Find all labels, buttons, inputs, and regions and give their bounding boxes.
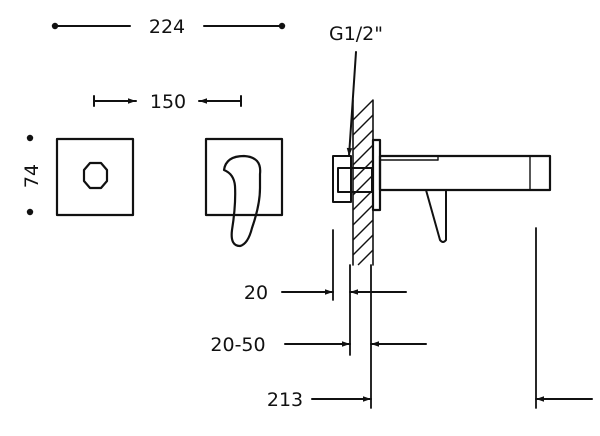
dimension-20-50: 20-50 xyxy=(210,334,427,356)
dimension-213: 213 xyxy=(267,389,593,411)
dimension-224-label: 224 xyxy=(149,16,185,38)
front-view-diverter-plate xyxy=(55,137,135,217)
dimension-74-label: 74 xyxy=(21,164,43,188)
dimension-74: 74 xyxy=(21,134,43,216)
thread-callout: G1/2" xyxy=(329,23,383,157)
dimension-150-label: 150 xyxy=(150,91,186,113)
dimension-213-label: 213 xyxy=(267,389,303,411)
lever-handle-icon xyxy=(222,154,262,248)
dimension-224: 224 xyxy=(51,16,286,38)
dimension-20: 20 xyxy=(244,282,407,304)
dimension-20-label: 20 xyxy=(244,282,268,304)
thread-label: G1/2" xyxy=(329,23,383,45)
side-view-spout xyxy=(332,138,552,243)
front-view-mixer-plate xyxy=(204,137,284,248)
extension-lines xyxy=(332,227,537,409)
dimension-150: 150 xyxy=(93,91,242,113)
octagon-knob-icon xyxy=(82,161,109,190)
side-view-wall xyxy=(352,99,374,266)
dimension-20-50-label: 20-50 xyxy=(210,334,265,356)
